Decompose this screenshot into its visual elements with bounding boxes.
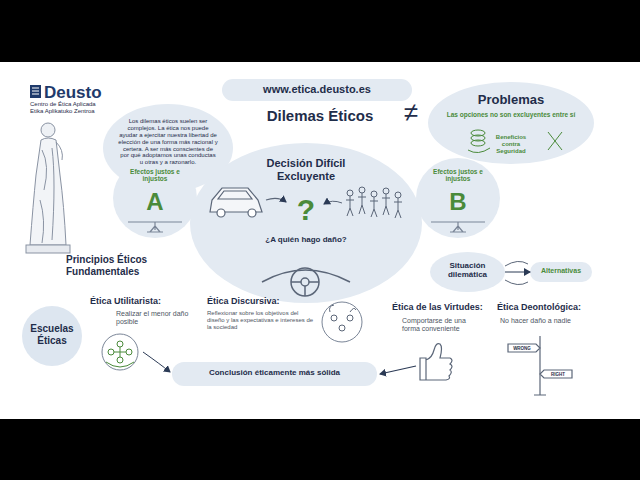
logo-text: Deusto (44, 83, 124, 103)
logo-subtitle: Etika Aplikatuko Zentroa (30, 108, 120, 115)
school-title: Ética Utilitarista: (90, 296, 185, 306)
node-shape: Decisión Difícil Excluyente? ¿A quién hag… (190, 143, 422, 303)
node-shape: ProblemasLas opciones no son excluyentes… (428, 82, 594, 164)
node-text: ? (291, 193, 321, 228)
node-shape: www.etica.deusto.es (222, 79, 412, 101)
node-text: Efectos justos e injustos (433, 168, 483, 183)
node-shape: Situación dilemática (430, 252, 505, 292)
sign-text: RIGHT (546, 372, 570, 377)
node-text: Los dilemas éticos suelen ser complejos.… (118, 118, 218, 166)
node-text: Efectos justos e injustos (130, 168, 180, 183)
connector-arrow (505, 272, 530, 273)
node-text: Las opciones no son excluyentes entre sí (436, 111, 586, 118)
node-text: Escuelas Éticas (24, 323, 80, 346)
school-body: Comportarse de una forma conveniente (402, 317, 482, 333)
node-text: B (443, 188, 473, 216)
not-equal-sign: ≠ (396, 98, 426, 128)
school-body: No hacer daño a nadie (500, 317, 600, 325)
node-text: Situación dilemática (439, 261, 497, 279)
node-text: A (140, 188, 170, 216)
school-title: Ética Deontológica: (497, 302, 607, 312)
school-body: Reflexionar sobre los objetivos del dise… (207, 310, 315, 331)
node-shape: Alternativas (530, 262, 592, 282)
school-title: Ética Discursiva: (207, 296, 307, 306)
node-text: Beneficios contra Seguridad (491, 134, 531, 155)
node-text: www.etica.deusto.es (227, 83, 407, 96)
node-text: ¿A quién hago daño? (251, 235, 361, 244)
node-shape: Escuelas Éticas (22, 306, 82, 366)
node-text: Alternativas (532, 267, 590, 275)
diagram-title: Dilemas Éticos (250, 107, 390, 124)
node-text: Decisión Difícil Excluyente (256, 157, 356, 182)
node-text: Conclusión éticamente más sólida (177, 368, 372, 377)
node-shape: Conclusión éticamente más sólida (172, 362, 377, 386)
sign-text: WRONG (510, 346, 534, 351)
school-body: Realizar el menor daño posible (116, 310, 191, 326)
node-text: Problemas (451, 93, 571, 108)
school-title: Ética de las Virtudes: (392, 302, 502, 312)
section-label: Principios Éticos Fundamentales (66, 254, 171, 277)
logo-subtitle: Centro de Ética Aplicada (30, 101, 120, 108)
